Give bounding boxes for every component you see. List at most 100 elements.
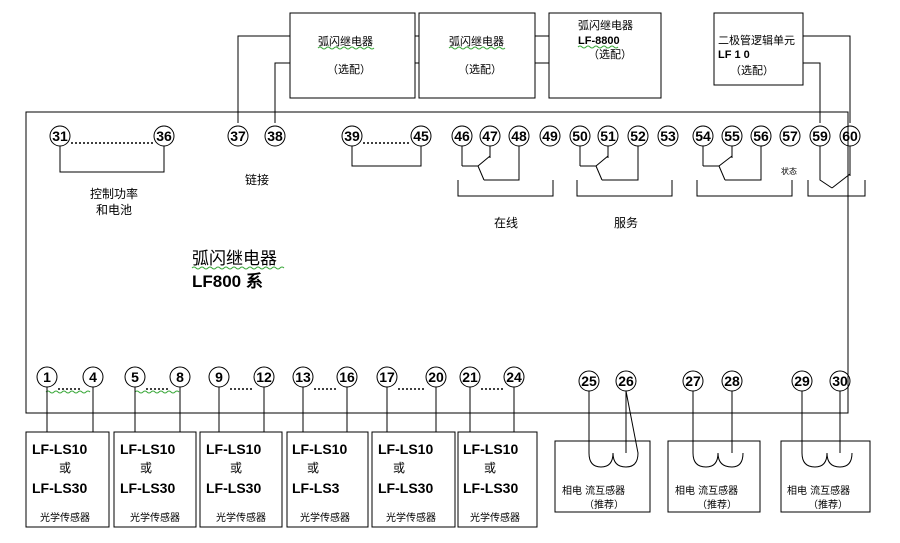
top-module-4-model: LF 1 0: [718, 49, 750, 61]
terminal-16: 16: [336, 366, 358, 388]
svg-text:光学传感器: 光学传感器: [216, 511, 266, 524]
svg-text:29: 29: [794, 373, 810, 389]
top-module-4: 二极管逻辑单元 LF 1 0 （选配）: [713, 12, 804, 86]
svg-text:光学传感器: 光学传感器: [386, 511, 436, 524]
main-title-line2: LF800 系: [192, 272, 263, 291]
sensor-wires: [46, 387, 515, 432]
label-battery: 和电池: [96, 203, 132, 217]
top-module-links: [237, 35, 851, 123]
svg-text:或: 或: [230, 461, 242, 475]
svg-text:相电 流互感器: 相电 流互感器: [562, 484, 625, 497]
svg-text:光学传感器: 光学传感器: [470, 511, 520, 524]
terminal-8: 8: [169, 366, 191, 388]
svg-text:光学传感器: 光学传感器: [40, 511, 90, 524]
terminal-51: 51: [597, 125, 619, 147]
svg-text:13: 13: [295, 369, 311, 385]
svg-text:60: 60: [842, 128, 858, 144]
label-service: 服务: [614, 215, 638, 230]
svg-text:39: 39: [344, 128, 360, 144]
label-status: 状态: [781, 166, 797, 176]
label-control-power: 控制功率: [90, 186, 138, 201]
main-title-line1: 弧闪继电器: [192, 249, 277, 269]
top-module-2-option: （选配）: [458, 63, 502, 76]
svg-text:53: 53: [660, 128, 676, 144]
top-module-3: 弧闪继电器 LF-8800 （选配）: [548, 12, 662, 99]
sensor-box-3: LF-LS10 或 LF-LS30 光学传感器: [199, 431, 283, 528]
terminal-45: 45: [410, 125, 432, 147]
top-module-2-title: 弧闪继电器: [449, 34, 504, 48]
svg-text:24: 24: [506, 369, 522, 385]
svg-text:12: 12: [256, 369, 272, 385]
top-module-3-model: LF-8800: [578, 35, 620, 47]
terminal-60: 60: [839, 125, 861, 147]
terminal-59: 59: [809, 125, 831, 147]
svg-text:21: 21: [462, 369, 478, 385]
svg-text:或: 或: [140, 461, 152, 475]
terminal-57: 57: [779, 125, 801, 147]
terminal-27: 27: [682, 370, 704, 392]
svg-text:LF-LS10: LF-LS10: [378, 441, 433, 457]
top-group-labels: 控制功率 和电池 链接 在线 服务 状态: [90, 166, 797, 230]
svg-text:47: 47: [482, 128, 498, 144]
terminal-50: 50: [569, 125, 591, 147]
svg-text:（推荐）: （推荐）: [697, 498, 737, 511]
ct-box-1: 相电 流互感器 （推荐）: [554, 390, 651, 513]
svg-text:26: 26: [618, 373, 634, 389]
svg-text:LF-LS30: LF-LS30: [378, 480, 433, 496]
terminal-25: 25: [578, 370, 600, 392]
svg-text:54: 54: [695, 128, 711, 144]
svg-text:20: 20: [428, 369, 444, 385]
main-unit-title: 弧闪继电器 LF800 系: [191, 249, 285, 291]
terminal-36: 36: [153, 125, 175, 147]
top-module-3-title: 弧闪继电器: [578, 18, 633, 32]
svg-text:相电 流互感器: 相电 流互感器: [675, 484, 738, 497]
svg-text:或: 或: [59, 461, 71, 475]
sensor-box-4: LF-LS10 或 LF-LS3 光学传感器: [286, 431, 369, 528]
svg-text:光学传感器: 光学传感器: [300, 511, 350, 524]
terminal-54: 54: [692, 125, 714, 147]
svg-text:55: 55: [724, 128, 740, 144]
label-link: 链接: [245, 172, 269, 187]
sensor-box-1: LF-LS10 或 LF-LS30 光学传感器: [25, 431, 110, 528]
svg-text:28: 28: [724, 373, 740, 389]
top-module-3-option: （选配）: [588, 48, 632, 61]
svg-text:光学传感器: 光学传感器: [130, 511, 180, 524]
main-unit-frame: [25, 111, 849, 414]
ct-box-3: 相电 流互感器 （推荐）: [780, 391, 871, 513]
bottom-terminal-spans: [45, 388, 503, 394]
svg-text:27: 27: [685, 373, 701, 389]
svg-text:46: 46: [454, 128, 470, 144]
svg-text:37: 37: [230, 128, 246, 144]
svg-text:LF-LS30: LF-LS30: [120, 480, 175, 496]
svg-text:或: 或: [484, 461, 496, 475]
terminal-46: 46: [451, 125, 473, 147]
terminal-24: 24: [503, 366, 525, 388]
svg-text:LF-LS10: LF-LS10: [32, 441, 87, 457]
sensor-box-2: LF-LS10 或 LF-LS30 光学传感器: [113, 431, 197, 528]
terminal-12: 12: [253, 366, 275, 388]
svg-text:或: 或: [393, 461, 405, 475]
svg-text:8: 8: [176, 369, 184, 385]
terminal-1: 1: [36, 366, 58, 388]
top-module-4-title: 二极管逻辑单元: [718, 33, 795, 47]
svg-text:45: 45: [413, 128, 429, 144]
svg-text:（推荐）: （推荐）: [808, 498, 848, 511]
terminal-13: 13: [292, 366, 314, 388]
terminal-31: 31: [49, 125, 71, 147]
terminal-53: 53: [657, 125, 679, 147]
svg-text:9: 9: [215, 369, 223, 385]
terminal-38: 38: [264, 125, 286, 147]
svg-text:LF-LS10: LF-LS10: [292, 441, 347, 457]
svg-text:30: 30: [832, 373, 848, 389]
ct-box-2: 相电 流互感器 （推荐）: [667, 391, 761, 513]
top-module-2: 弧闪继电器 （选配）: [418, 12, 536, 99]
terminal-49: 49: [539, 125, 561, 147]
terminal-56: 56: [750, 125, 772, 147]
svg-text:LF-LS10: LF-LS10: [463, 441, 518, 457]
top-terminals: 31 36 37 38 39 45 46 47 48 49 50 51 52 5…: [49, 125, 861, 147]
terminal-55: 55: [721, 125, 743, 147]
terminal-29: 29: [791, 370, 813, 392]
svg-text:LF-LS3: LF-LS3: [292, 480, 340, 496]
sensor-box-6: LF-LS10 或 LF-LS30 光学传感器: [457, 431, 538, 528]
top-module-1-title: 弧闪继电器: [318, 34, 373, 48]
